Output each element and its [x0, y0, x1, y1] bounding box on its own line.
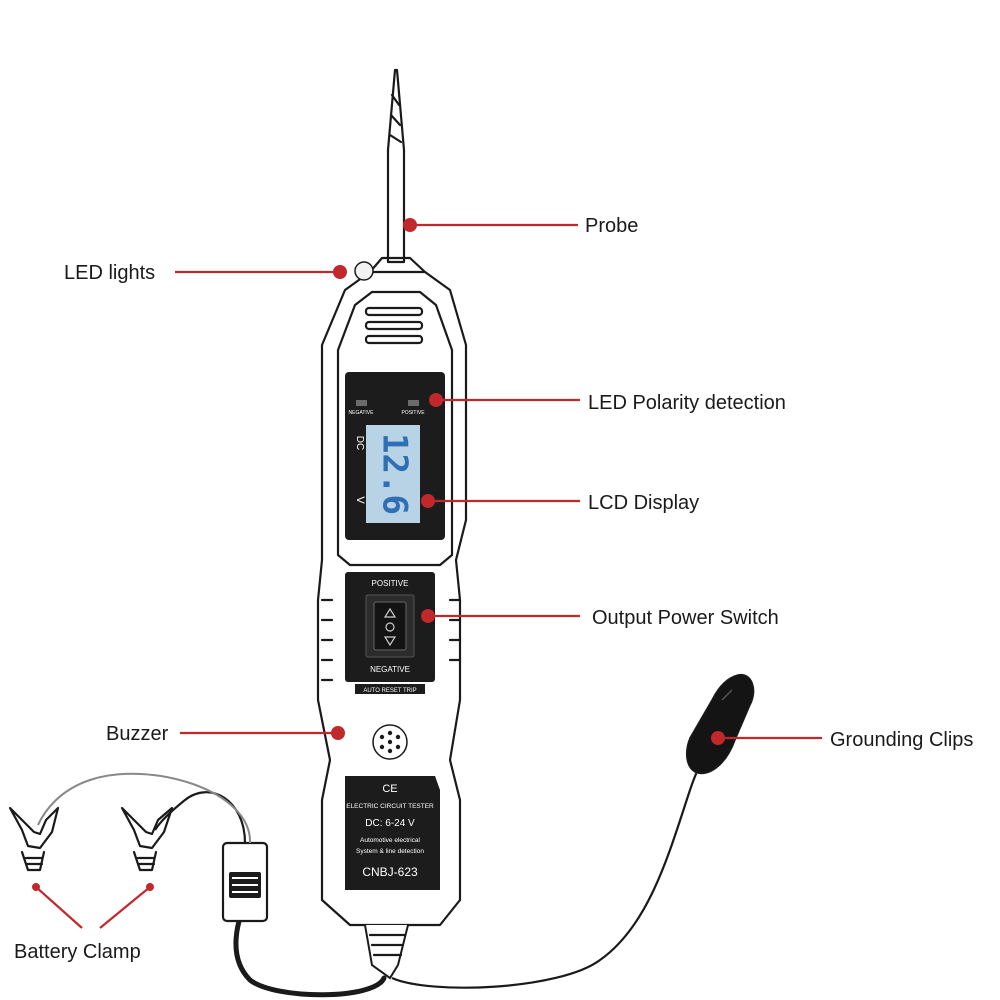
- label-battery-clamp: Battery Clamp: [14, 941, 141, 963]
- label-buzzer: Buzzer: [106, 723, 169, 745]
- product-label: CE ELECTRIC CIRCUIT TESTER DC: 6-24 V Au…: [345, 776, 440, 890]
- lcd-unit: V: [354, 496, 366, 504]
- tester-body: [316, 256, 468, 927]
- label-probe: Probe: [585, 215, 638, 237]
- battery-clamp-left: [8, 806, 60, 872]
- label-range: DC: 6-24 V: [365, 818, 415, 829]
- battery-clamp-right: [120, 806, 174, 872]
- led-right-label: POSITIVE: [401, 410, 425, 416]
- switch-top-label: POSITIVE: [372, 579, 409, 588]
- callout-led-polarity: LED Polarity detection: [429, 392, 786, 414]
- switch-up-arrow-icon: [383, 607, 397, 618]
- callout-probe: Probe: [403, 215, 638, 237]
- callout-grounding-clips: Grounding Clips: [711, 729, 973, 751]
- label-led-polarity: LED Polarity detection: [588, 392, 786, 414]
- led-left-label: NEGATIVE: [349, 410, 375, 416]
- lcd-reading: 12.6: [375, 433, 415, 515]
- callout-buzzer: Buzzer: [106, 723, 345, 745]
- output-power-switch[interactable]: [373, 601, 407, 651]
- cables: [37, 747, 713, 998]
- callout-led-lights: LED lights: [64, 262, 347, 284]
- label-cert: CE: [382, 783, 397, 795]
- switch-bottom-label: NEGATIVE: [370, 665, 410, 674]
- label-lcd-display: LCD Display: [588, 492, 699, 514]
- callout-battery-clamp: Battery Clamp: [14, 883, 154, 963]
- grounding-clip: [685, 674, 755, 775]
- callout-output-switch: Output Power Switch: [421, 607, 779, 629]
- switch-neutral-icon: [385, 622, 395, 632]
- label-led-lights: LED lights: [64, 262, 155, 284]
- label-title: ELECTRIC CIRCUIT TESTER: [346, 803, 434, 810]
- lcd-mode: DC: [354, 436, 365, 450]
- label-output-switch: Output Power Switch: [592, 607, 779, 629]
- label-desc-1: Automotive electrical: [360, 837, 421, 844]
- led-light-bulb: [354, 261, 374, 281]
- label-grounding-clips: Grounding Clips: [830, 729, 973, 751]
- lcd-screen: [366, 425, 420, 523]
- auto-reset-label: AUTO RESET TRIP: [363, 688, 416, 694]
- callout-lcd-display: LCD Display: [421, 492, 699, 514]
- switch-panel: POSITIVE NEGATIVE AUTO RESET TRIP: [345, 572, 435, 694]
- led-positive-indicator: [408, 400, 419, 406]
- switch-down-arrow-icon: [383, 636, 397, 647]
- display-panel: NEGATIVE POSITIVE 12.6 DC V: [345, 372, 445, 540]
- model-number: CNBJ-623: [362, 865, 418, 879]
- buzzer-grille: [372, 724, 408, 760]
- label-desc-2: System & line detection: [356, 848, 424, 855]
- probe: [386, 68, 406, 264]
- led-negative-indicator: [356, 400, 367, 406]
